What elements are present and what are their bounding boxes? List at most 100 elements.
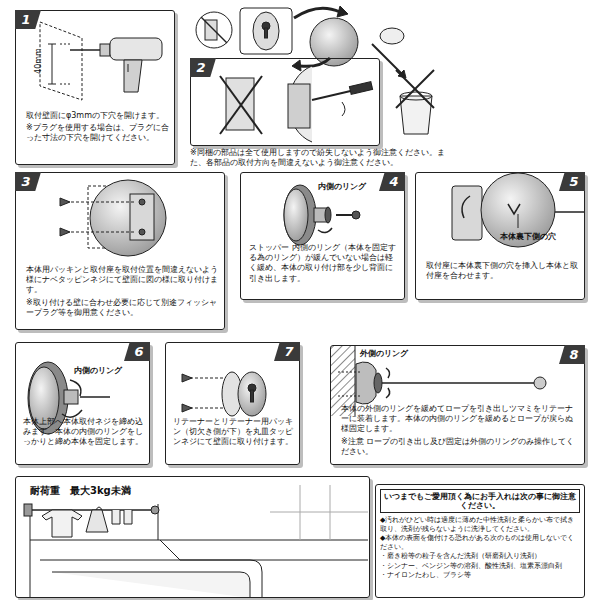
text-body: 取付座に本体裏下側の穴を挿入し本体と取付座を合わせます。 <box>426 261 578 283</box>
parts-illustration-part <box>396 70 434 108</box>
drill-illustration-part <box>52 44 53 84</box>
care-note: ◆汚れがひどい時は適度に薄めた中性洗剤と柔らかい布で拭き取り、洗剤が残らないよう… <box>380 516 580 533</box>
caution-note: ※取り付ける壁に合わせ必要に応じて別途フィッシャープラグ等を御用意ください。 <box>26 298 218 318</box>
bracket-illustration-part <box>342 102 345 116</box>
parts-illustration-part <box>300 58 330 66</box>
step-number: 4 <box>379 172 405 191</box>
drill-illustration-part <box>70 49 100 51</box>
step-number: 8 <box>559 345 585 364</box>
part-label: 内側のリング <box>318 182 366 192</box>
drill-illustration-part <box>48 44 56 45</box>
step-panel: 4 ストッパー 内側のリング（本体を固定する為のリング）が緩んでいない場合は軽く緩… <box>240 172 405 300</box>
tighten-illustration-part <box>70 380 81 396</box>
bracket-illustration-part <box>289 66 312 142</box>
body-fit-illustration-part <box>555 211 585 213</box>
rope-illustration-part <box>374 373 382 393</box>
text-body: ストッパー 内側のリング（本体を固定する為のリング）が緩んでいない場合は軽く緩め… <box>249 243 399 286</box>
bathroom-illustration-part <box>52 572 250 598</box>
text-body: 本体用パッキンと取付座を取付位置を間違えないよう様にナベタッピンネジにて壁面に図… <box>26 265 218 320</box>
mounting-illustration-part <box>90 180 166 256</box>
bracket-illustration <box>220 66 373 142</box>
load-panel: 耐荷重 最大3kg未満 <box>15 476 370 598</box>
stopper-illustration-part <box>284 185 316 245</box>
parts-illustration-part <box>292 60 301 71</box>
bathroom-illustration-part <box>30 540 368 541</box>
step-number: 1 <box>15 10 41 29</box>
bathroom-illustration-part <box>151 506 159 514</box>
parts-illustration-part <box>201 17 227 43</box>
tighten-illustration-part <box>80 396 110 398</box>
instruction-text: 本体の外側のリングを緩めてロープを引き出しツマミをリテーナーに装着します。本体の… <box>341 404 577 435</box>
step-panel: 7 リテーナーとリテーナー用パッキン（切欠き側が下）を丸皿タッピンネジにて壁面に取… <box>165 342 300 465</box>
step-number: 5 <box>559 172 585 191</box>
tighten-illustration-part <box>64 390 78 404</box>
parts-illustration-part <box>196 12 232 48</box>
parts-illustration-part <box>337 6 348 17</box>
instruction-text: ストッパー 内側のリング（本体を固定する為のリング）が緩んでいない場合は軽く緩め… <box>249 243 399 284</box>
stopper-illustration-part <box>318 228 332 233</box>
body-fit-illustration-part <box>462 196 470 218</box>
mounting-illustration-part <box>60 198 70 206</box>
care-note: ・シンナー、ベンジン等の溶剤、酸性洗剤、塩素系漂白剤 <box>380 562 580 571</box>
care-panel: いつまでもご愛用頂く為にお手入れは次の事に御注意ください。 ◆汚れがひどい時は適度… <box>375 484 585 598</box>
mounting-illustration <box>60 180 166 256</box>
mounting-illustration-part <box>66 232 134 233</box>
text-body: リテーナーとリテーナー用パッキン（切欠き側が下）を丸皿タッピンネジにて壁面に取り… <box>173 417 295 450</box>
bracket-illustration-part <box>349 82 372 95</box>
text-body: 本体の外側のリングを緩めてロープを引き出しツマミをリテーナーに装着します。本体の… <box>341 404 577 459</box>
retainer-illustration-part <box>182 404 192 412</box>
stopper-illustration-part <box>336 214 352 216</box>
step-number: 6 <box>124 342 150 361</box>
stopper-illustration-part <box>352 211 360 219</box>
instruction-text: 取付壁面にφ3mmの下穴を開けます。 <box>26 111 171 121</box>
bracket-illustration-part <box>220 76 262 134</box>
parts-illustration-part <box>396 70 434 108</box>
stopper-illustration-part <box>325 207 331 223</box>
drill-illustration-part <box>40 22 82 100</box>
mounting-illustration-part <box>130 194 154 240</box>
drill-illustration-part <box>60 84 72 85</box>
body-fit-illustration-part <box>518 214 519 228</box>
rope-illustration-part <box>382 382 534 384</box>
care-note: ・ナイロンたわし、ブラシ等 <box>380 571 580 580</box>
step-panel: 2 <box>190 58 380 146</box>
part-label: 本体裏下側の穴 <box>500 232 556 242</box>
rope-illustration-part <box>338 372 360 373</box>
care-note: ◆本体の表面を傷付ける恐れがある次のものは使用しないでください。 <box>380 534 580 551</box>
caution-note: ※注意 ロープの引き出し及び固定は外側のリングのみ操作してください。 <box>341 437 577 457</box>
dimension-label: 40mm <box>34 48 44 74</box>
step-panel: 1取付壁面にφ3mmの下穴を開けます。※プラグを使用する場合は、プラグに合った寸… <box>15 10 175 165</box>
bracket-illustration-part <box>288 84 310 128</box>
bathroom-illustration-part <box>24 504 32 516</box>
care-heading: いつまでもご愛用頂く為にお手入れは次の事に御注意ください。 <box>380 489 580 513</box>
bathroom-illustration-part <box>42 510 82 537</box>
part-label: 外側のリング <box>360 349 408 359</box>
mounting-illustration-part <box>60 228 70 236</box>
part-label: 内側のリング <box>74 366 122 376</box>
body-fit-illustration-part <box>508 204 520 214</box>
bracket-illustration-part <box>220 76 262 134</box>
rope-illustration-part <box>356 362 376 404</box>
step-number: 7 <box>274 342 300 361</box>
bathroom-illustration <box>24 485 368 598</box>
parts-illustration-part <box>380 28 404 44</box>
retainer-illustration-part <box>190 378 224 379</box>
text-body: いつまでもご愛用頂く為にお手入れは次の事に御注意ください。 ◆汚れがひどい時は適度… <box>380 489 580 581</box>
load-rating: 耐荷重 最大3kg未満 <box>30 485 280 498</box>
drill-illustration-part <box>100 44 110 56</box>
retainer-illustration <box>182 372 266 416</box>
care-note: ・磨き粉等の粒子を含んだ洗剤（研磨剤入り洗剤） <box>380 552 580 561</box>
bathroom-illustration-part <box>112 510 132 524</box>
retainer-illustration-part <box>190 408 224 409</box>
mounting-illustration-part <box>139 199 145 205</box>
mounting-illustration-part <box>66 202 134 203</box>
bathroom-illustration-part <box>160 540 368 560</box>
bathroom-illustration-part <box>30 540 31 598</box>
bathroom-illustration-part <box>86 510 108 532</box>
rope-illustration-part <box>338 396 360 397</box>
parts-illustration-part <box>240 8 292 54</box>
text-body: 耐荷重 最大3kg未満 <box>30 485 280 500</box>
caution-note: ※同梱の部品は全て使用しますので紛失しないよう御注意ください。また、各部品の取付… <box>190 148 452 168</box>
drill-illustration-part <box>110 38 162 60</box>
